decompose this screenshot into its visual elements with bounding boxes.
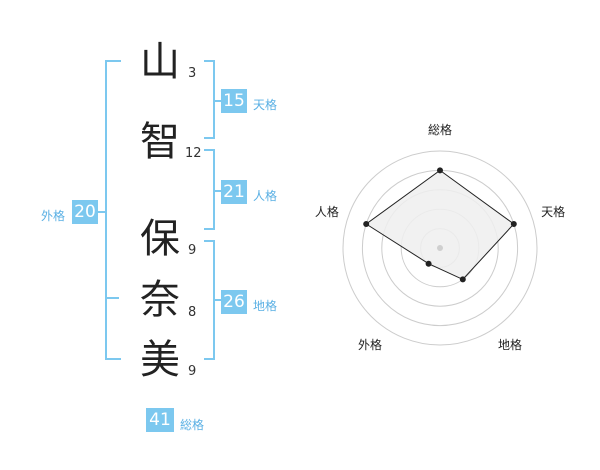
gaikaku-badge: 20 bbox=[72, 200, 98, 224]
gaikaku-label: 外格 bbox=[41, 209, 66, 223]
radar-axis-label-4: 人格 bbox=[314, 205, 339, 220]
tenkaku-connector bbox=[213, 100, 223, 102]
tenkaku-label: 天格 bbox=[253, 98, 278, 112]
radar-axis-label-3: 外格 bbox=[358, 338, 383, 353]
radar-axis-label-0: 総格 bbox=[428, 123, 453, 137]
jinkaku-label: 人格 bbox=[253, 189, 278, 203]
stroke-count-5: 9 bbox=[188, 364, 197, 379]
radar-point-2 bbox=[459, 276, 466, 283]
name-kanji-4: 奈 bbox=[140, 277, 180, 323]
stroke-count-4: 8 bbox=[188, 305, 197, 320]
gaikaku-bracket-tick bbox=[105, 297, 119, 299]
radar-point-0 bbox=[437, 167, 443, 174]
stroke-count-2: 12 bbox=[185, 146, 202, 161]
name-kanji-3: 保 bbox=[140, 216, 180, 262]
radar-axis-label-1: 天格 bbox=[541, 205, 566, 220]
jinkaku-badge: 21 bbox=[221, 180, 247, 204]
soukaku-label: 総格 bbox=[180, 418, 205, 432]
radar-axis-label-2: 地格 bbox=[497, 338, 522, 353]
gaikaku-bracket bbox=[105, 60, 121, 360]
chikaku-connector bbox=[213, 299, 223, 301]
chikaku-badge: 26 bbox=[221, 290, 247, 314]
radar-polygon bbox=[365, 169, 515, 281]
radar-point-1 bbox=[510, 221, 517, 228]
chikaku-label: 地格 bbox=[253, 299, 278, 313]
gaikaku-connector bbox=[97, 211, 107, 213]
name-kanji-5: 美 bbox=[140, 337, 180, 383]
soukaku-badge: 41 bbox=[146, 408, 174, 432]
name-kanji-2: 智 bbox=[140, 119, 180, 165]
jinkaku-bracket bbox=[204, 149, 215, 230]
radar-point-4 bbox=[363, 221, 370, 228]
name-kanji-1: 山 bbox=[140, 39, 180, 85]
tenkaku-badge: 15 bbox=[221, 89, 247, 113]
tenkaku-bracket bbox=[204, 60, 215, 139]
radar-center-dot bbox=[437, 245, 443, 251]
stroke-count-3: 9 bbox=[188, 243, 197, 258]
radar-point-3 bbox=[425, 260, 432, 267]
stroke-count-1: 3 bbox=[188, 66, 197, 81]
jinkaku-connector bbox=[213, 190, 223, 192]
